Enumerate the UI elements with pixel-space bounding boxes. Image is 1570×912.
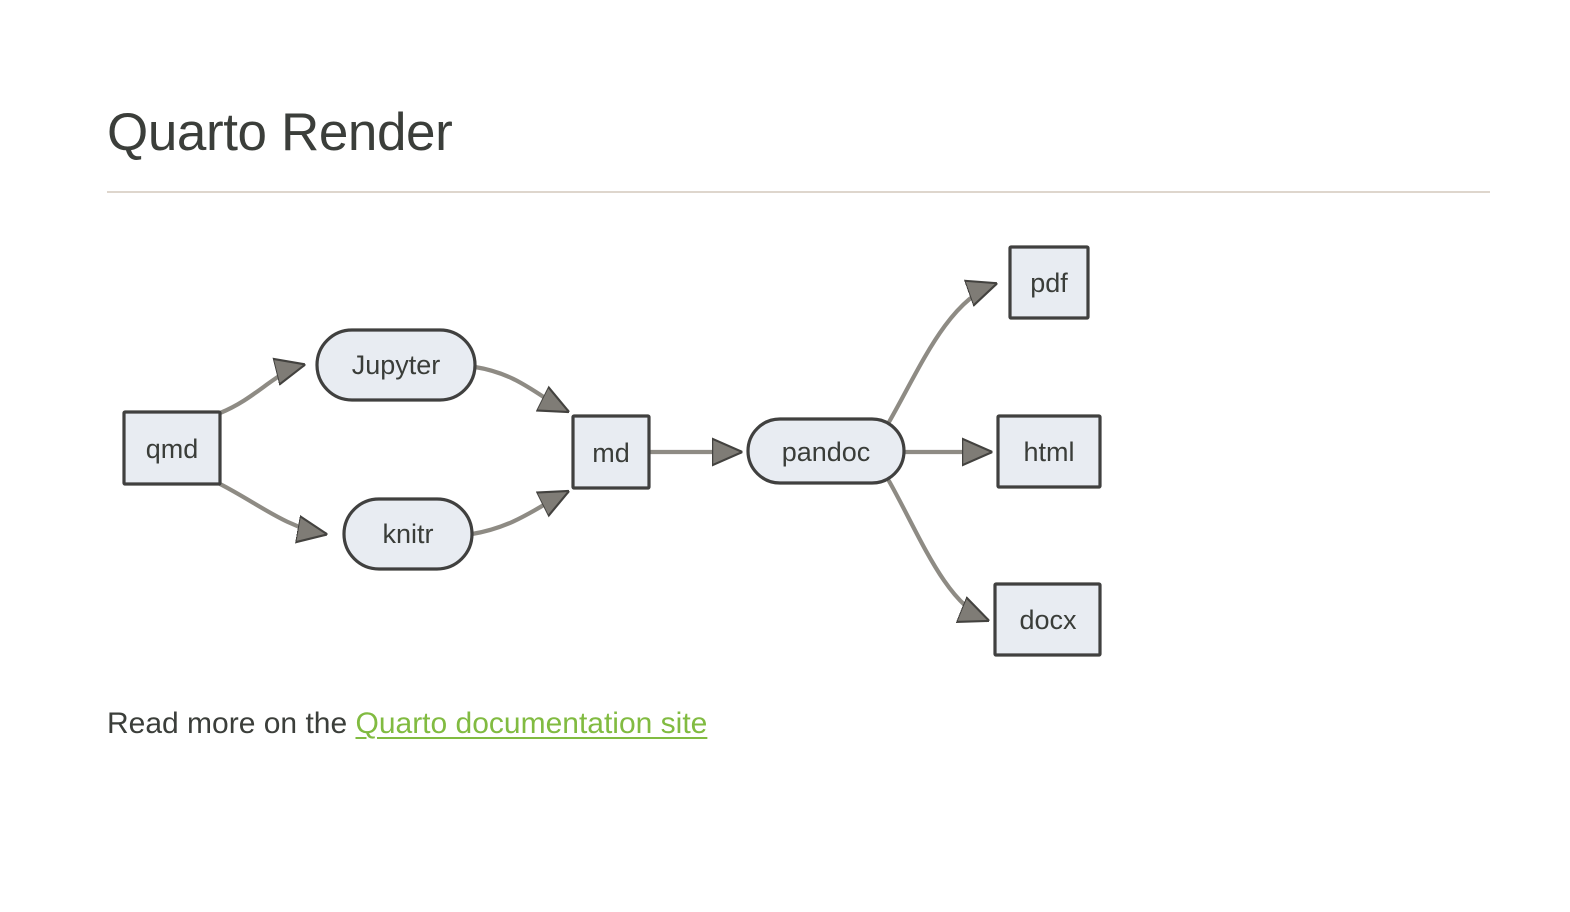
edge-knitr-to-md — [469, 492, 567, 537]
node-html[interactable]: html — [996, 414, 1102, 489]
node-jupyter-shape[interactable] — [315, 328, 477, 402]
node-pdf-shape[interactable] — [1008, 245, 1090, 320]
node-pandoc-label: pandoc — [782, 437, 871, 467]
edge-qmd-to-knitr — [217, 481, 325, 534]
node-jupyter-label: Jupyter — [352, 350, 441, 380]
page-title: Quarto Render — [107, 103, 453, 162]
quarto-render-flowchart: qmd Jupyter knitr md — [107, 222, 1207, 657]
node-qmd-shape[interactable] — [122, 410, 222, 486]
node-docx[interactable]: docx — [993, 582, 1102, 657]
flowchart-nodes: qmd Jupyter knitr md — [122, 245, 1102, 657]
title-block: Quarto Render — [107, 103, 1490, 194]
read-more-paragraph: Read more on the Quarto documentation si… — [107, 702, 707, 746]
node-knitr-label: knitr — [382, 519, 433, 549]
read-more-lead-text: Read more on the — [107, 707, 356, 740]
flowchart-svg: qmd Jupyter knitr md — [122, 245, 1102, 657]
node-qmd[interactable]: qmd — [122, 410, 222, 486]
flowchart-edges — [217, 284, 995, 620]
node-docx-label: docx — [1019, 605, 1077, 635]
quarto-documentation-link[interactable]: Quarto documentation site — [355, 707, 708, 740]
node-knitr[interactable]: knitr — [342, 497, 474, 571]
node-pdf-label: pdf — [1030, 268, 1068, 298]
node-pandoc[interactable]: pandoc — [746, 417, 906, 485]
node-jupyter[interactable]: Jupyter — [315, 328, 477, 402]
node-knitr-shape[interactable] — [342, 497, 474, 571]
node-md-shape[interactable] — [571, 414, 651, 490]
node-pdf[interactable]: pdf — [1008, 245, 1090, 320]
edge-jupyter-to-md — [472, 364, 567, 411]
edge-qmd-to-jupyter — [217, 365, 303, 416]
node-pandoc-shape[interactable] — [746, 417, 906, 485]
edge-pandoc-to-pdf — [886, 284, 995, 425]
edge-pandoc-to-docx — [886, 478, 987, 620]
node-md[interactable]: md — [571, 414, 651, 490]
node-qmd-label: qmd — [146, 434, 199, 464]
node-md-label: md — [592, 438, 630, 468]
node-html-label: html — [1023, 437, 1074, 467]
title-divider — [107, 191, 1490, 194]
node-html-shape[interactable] — [996, 414, 1102, 489]
node-docx-shape[interactable] — [993, 582, 1102, 657]
